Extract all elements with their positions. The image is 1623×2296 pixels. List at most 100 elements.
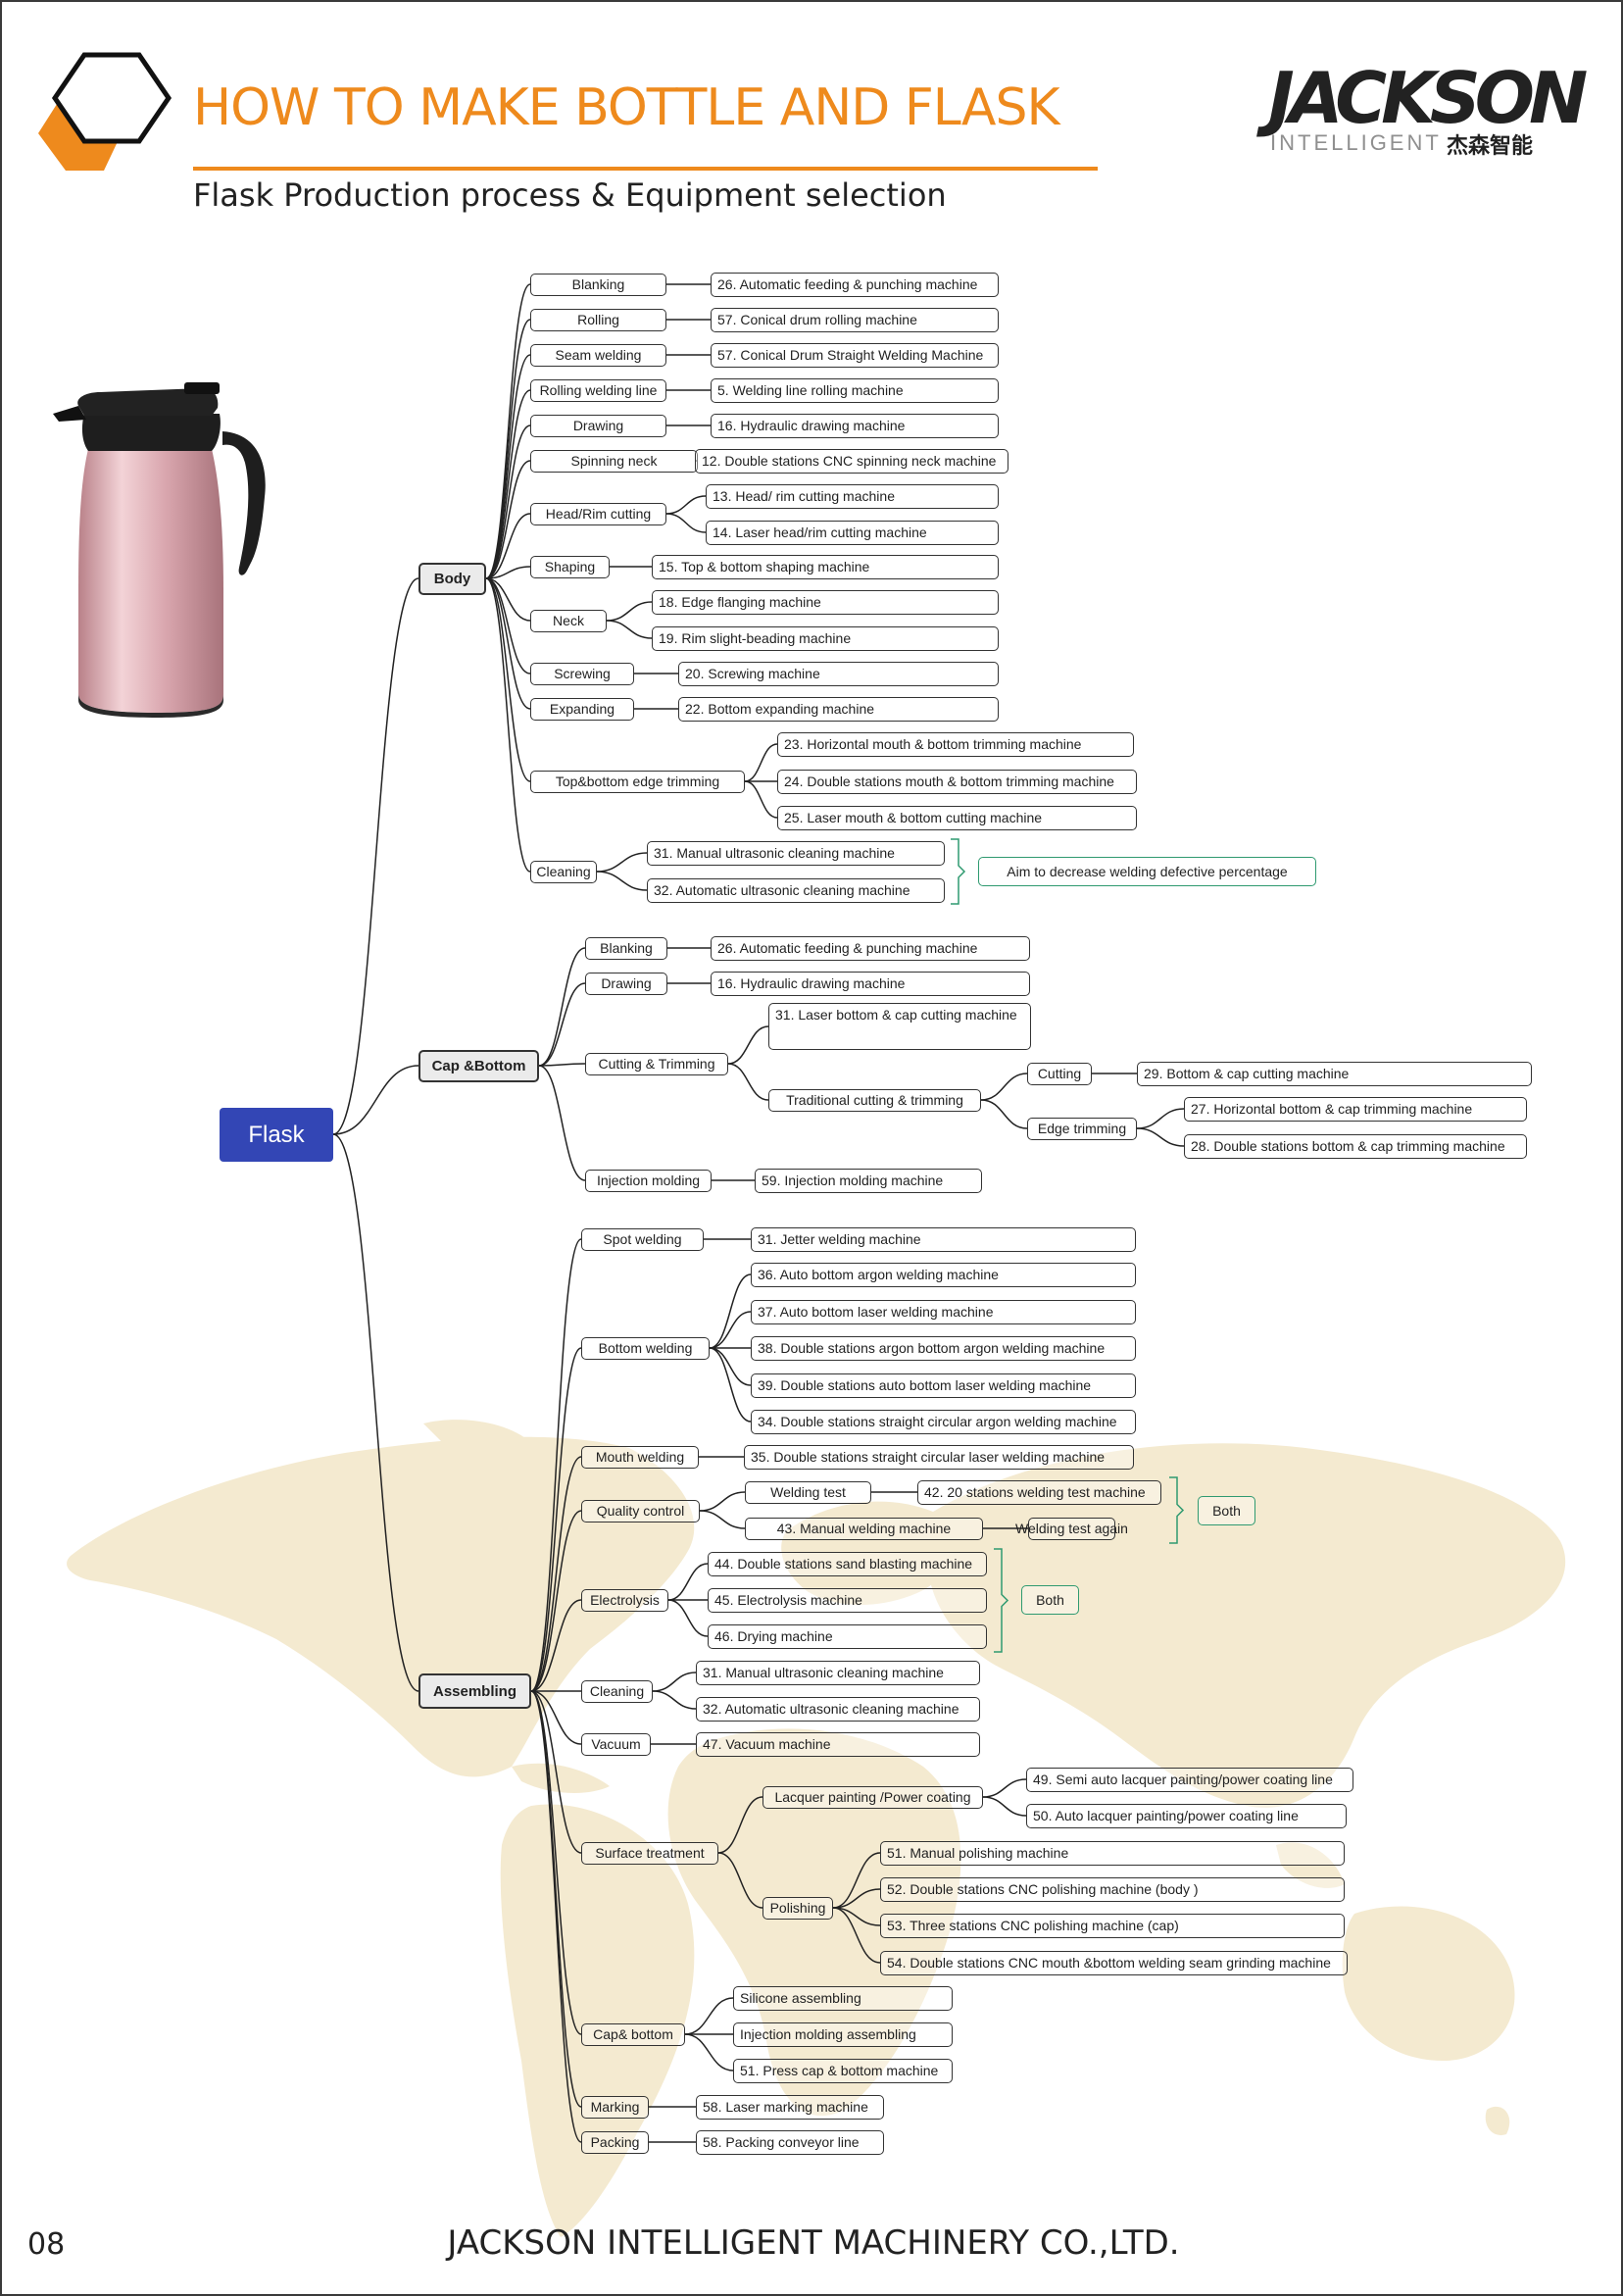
connector bbox=[981, 1073, 1027, 1100]
step-screwing: Screwing bbox=[530, 663, 634, 685]
asm-step-mouth-welding: Mouth welding bbox=[581, 1446, 699, 1469]
connector bbox=[685, 2034, 733, 2071]
connector bbox=[981, 1100, 1027, 1128]
connector bbox=[531, 1691, 581, 2107]
connector bbox=[539, 983, 585, 1066]
machine-23-horizontal-mouth-bottom-trimming-machine: 23. Horizontal mouth & bottom trimming m… bbox=[777, 732, 1134, 757]
connector bbox=[597, 853, 647, 872]
machine-34-double-stations-straight-circular-argon-welding-machine: 34. Double stations straight circular ar… bbox=[751, 1410, 1136, 1434]
cap-sub-traditional-cutting: Traditional cutting & trimming bbox=[768, 1089, 981, 1112]
asm-step-bottom-welding: Bottom welding bbox=[581, 1337, 710, 1360]
branch-cap-bottom: Cap &Bottom bbox=[418, 1050, 539, 1082]
connector bbox=[710, 1312, 751, 1348]
asm-step-quality-control: Quality control bbox=[581, 1500, 700, 1522]
step-seam-welding: Seam welding bbox=[530, 344, 666, 367]
machine-35-double-stations-straight-circular-laser-welding-machine: 35. Double stations straight circular la… bbox=[744, 1445, 1134, 1470]
machine-31-manual-ultrasonic-cleaning-machine: 31. Manual ultrasonic cleaning machine bbox=[696, 1661, 980, 1685]
connector bbox=[531, 1511, 581, 1691]
connector bbox=[597, 872, 647, 890]
asm-step-cleaning: Cleaning bbox=[581, 1680, 653, 1703]
cap-sub-cutting: Cutting bbox=[1027, 1063, 1092, 1085]
root-node-flask: Flask bbox=[220, 1108, 333, 1162]
machine-47-vacuum-machine: 47. Vacuum machine bbox=[696, 1732, 980, 1757]
machine-26-automatic-feeding-punching-machine: 26. Automatic feeding & punching machine bbox=[711, 936, 1030, 961]
step-blanking: Blanking bbox=[530, 274, 666, 296]
connector bbox=[539, 1064, 585, 1066]
step-rolling: Rolling bbox=[530, 309, 666, 331]
connector bbox=[486, 578, 530, 872]
machine-22-bottom-expanding-machine: 22. Bottom expanding machine bbox=[678, 697, 999, 722]
machine-31-manual-ultrasonic-cleaning-machine: 31. Manual ultrasonic cleaning machine bbox=[647, 841, 945, 866]
connector bbox=[718, 1853, 762, 1908]
bracket-quality-control bbox=[1169, 1477, 1183, 1543]
machine-58-laser-marking-machine: 58. Laser marking machine bbox=[696, 2095, 884, 2120]
machine-20-screwing-machine: 20. Screwing machine bbox=[678, 662, 999, 686]
machine-49-semi-auto-lacquer-painting-power-coating-line: 49. Semi auto lacquer painting/power coa… bbox=[1026, 1768, 1353, 1792]
connector bbox=[333, 1134, 418, 1691]
step-rolling-welding-line: Rolling welding line bbox=[530, 379, 666, 402]
connector bbox=[333, 1066, 418, 1134]
connector bbox=[745, 781, 777, 818]
cap-step-blanking: Blanking bbox=[585, 937, 667, 960]
step-spinning-neck: Spinning neck bbox=[530, 450, 698, 473]
connector bbox=[486, 320, 530, 578]
branch-assembling: Assembling bbox=[418, 1673, 531, 1709]
machine-45-electrolysis-machine: 45. Electrolysis machine bbox=[708, 1588, 987, 1613]
connector bbox=[668, 1564, 708, 1600]
asm-step-electrolysis: Electrolysis bbox=[581, 1589, 668, 1612]
asm-sub-polishing: Polishing bbox=[762, 1897, 833, 1920]
machine-53-three-stations-cnc-polishing-machine-cap: 53. Three stations CNC polishing machine… bbox=[880, 1914, 1345, 1938]
machine-5-welding-line-rolling-machine: 5. Welding line rolling machine bbox=[711, 378, 999, 403]
machine-57-conical-drum-straight-welding-machine: 57. Conical Drum Straight Welding Machin… bbox=[711, 343, 999, 368]
connector bbox=[700, 1511, 745, 1528]
connector bbox=[833, 1853, 880, 1908]
connector bbox=[531, 1691, 581, 2142]
connector bbox=[539, 948, 585, 1066]
machine-12-double-stations-cnc-spinning-neck-machine: 12. Double stations CNC spinning neck ma… bbox=[695, 449, 1008, 474]
machine-26-automatic-feeding-punching-machine: 26. Automatic feeding & punching machine bbox=[711, 273, 999, 297]
connector bbox=[666, 514, 706, 532]
connector bbox=[1137, 1128, 1184, 1146]
step-cleaning: Cleaning bbox=[530, 861, 597, 883]
asm-sub-lacquer-painting: Lacquer painting /Power coating bbox=[762, 1786, 983, 1809]
connector bbox=[668, 1600, 708, 1636]
machine-37-auto-bottom-laser-welding-machine: 37. Auto bottom laser welding machine bbox=[751, 1300, 1136, 1324]
machine-24-double-stations-mouth-bottom-trimming-machine: 24. Double stations mouth & bottom trimm… bbox=[777, 770, 1137, 794]
machine-28-double-stations-bottom-cap-trimming-machine: 28. Double stations bottom & cap trimmin… bbox=[1184, 1134, 1527, 1159]
asm-step-surface-treatment: Surface treatment bbox=[581, 1842, 718, 1865]
asm-step-cap-bottom: Cap& bottom bbox=[581, 2023, 685, 2046]
connector bbox=[539, 1066, 585, 1180]
machine-46-drying-machine: 46. Drying machine bbox=[708, 1624, 987, 1649]
cap-sub-edge-trimming: Edge trimming bbox=[1027, 1118, 1137, 1140]
machine-16-hydraulic-drawing-machine: 16. Hydraulic drawing machine bbox=[711, 972, 1030, 996]
connector bbox=[666, 496, 706, 514]
connector bbox=[685, 1998, 733, 2034]
machine-32-automatic-ultrasonic-cleaning-machine: 32. Automatic ultrasonic cleaning machin… bbox=[696, 1697, 980, 1722]
machine-51-press-cap-bottom-machine: 51. Press cap & bottom machine bbox=[733, 2059, 953, 2083]
asm-sub-welding-test-again: Welding test again bbox=[1028, 1518, 1115, 1540]
connector bbox=[333, 578, 418, 1134]
machine-31-jetter-welding-machine: 31. Jetter welding machine bbox=[751, 1227, 1136, 1252]
connector bbox=[531, 1348, 581, 1691]
machine-58-packing-conveyor-line: 58. Packing conveyor line bbox=[696, 2130, 884, 2155]
connector bbox=[833, 1889, 880, 1908]
machine-57-conical-drum-rolling-machine: 57. Conical drum rolling machine bbox=[711, 308, 999, 332]
machine-39-double-stations-auto-bottom-laser-welding-machine: 39. Double stations auto bottom laser we… bbox=[751, 1373, 1136, 1398]
connector bbox=[653, 1691, 696, 1709]
step-neck: Neck bbox=[530, 610, 607, 632]
connector bbox=[718, 1797, 762, 1853]
connector bbox=[486, 390, 530, 578]
asm-step-packing: Packing bbox=[581, 2131, 649, 2154]
connector bbox=[728, 1064, 768, 1100]
note-both-electrolysis: Both bbox=[1021, 1585, 1079, 1615]
machine-29-bottom-cap-cutting-machine: 29. Bottom & cap cutting machine bbox=[1137, 1062, 1532, 1086]
bracket-body-cleaning bbox=[951, 839, 964, 904]
machine-51-manual-polishing-machine: 51. Manual polishing machine bbox=[880, 1841, 1345, 1866]
asm-step-marking: Marking bbox=[581, 2096, 649, 2119]
machine-laser-bottom-cap-cutting: 31. Laser bottom & cap cutting machine bbox=[768, 1003, 1031, 1050]
step-shaping: Shaping bbox=[530, 556, 610, 578]
connector bbox=[710, 1348, 751, 1422]
connector bbox=[710, 1274, 751, 1348]
